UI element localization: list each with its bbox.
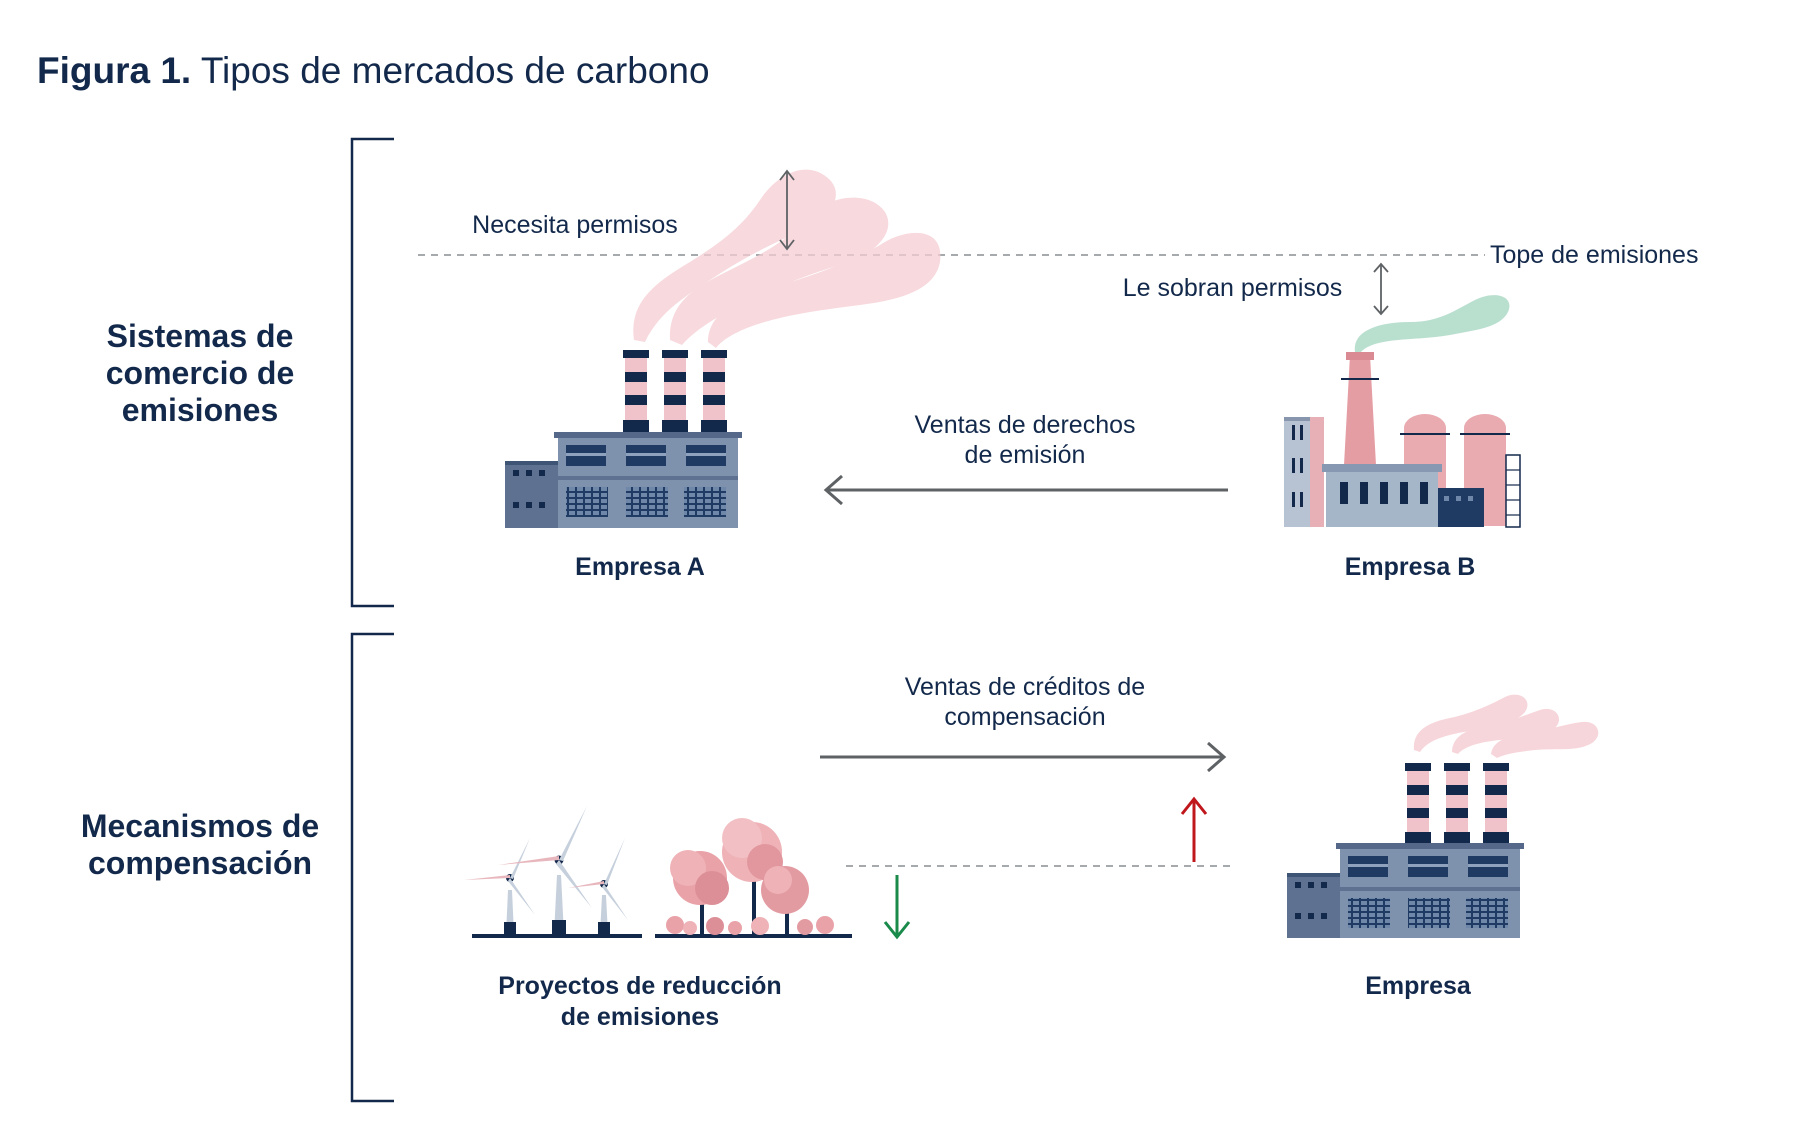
section-label-trading: Sistemas de comercio de emisiones (105, 318, 295, 428)
emissions-cap-label: Tope de emisiones (1490, 241, 1699, 269)
offset-company-label: Empresa (1365, 972, 1471, 1000)
allowance-sale-label: Ventas de derechos de emisión (914, 411, 1136, 469)
surplus-permits-label: Le sobran permisos (1122, 274, 1343, 302)
projects-label: Proyectos de reducción de emisiones (498, 972, 782, 1031)
surplus-permits-arrow (1373, 262, 1389, 316)
section-label-offset: Mecanismos de compensación (80, 808, 320, 881)
figure-number: Figura 1. (37, 50, 192, 91)
smoke-company-a (633, 169, 941, 348)
factory-company-b (1284, 352, 1521, 528)
needs-permits-arrow (779, 169, 795, 251)
bracket-trading (350, 137, 394, 608)
company-b-label: Empresa B (1344, 553, 1476, 581)
credit-sale-label: Ventas de créditos de compensación (904, 673, 1146, 731)
factory-company-a (505, 350, 742, 528)
allowance-sale-arrow (823, 474, 1228, 506)
figure-title-text: Tipos de mercados de carbono (200, 50, 710, 91)
bracket-offset (350, 632, 394, 1103)
wind-turbines (464, 806, 642, 938)
factory-offset-company (1287, 763, 1524, 938)
smoke-company-b (1354, 295, 1510, 356)
smoke-offset-company (1413, 694, 1599, 758)
credit-sale-arrow (820, 741, 1227, 773)
needs-permits-label: Necesita permisos (472, 211, 678, 239)
trees (655, 818, 852, 938)
company-a-label: Empresa A (575, 553, 705, 581)
figure-title: Figura 1. Tipos de mercados de carbono (37, 50, 710, 92)
emission-up-arrow (1180, 796, 1208, 862)
reduction-down-arrow (883, 875, 911, 940)
chimneys (623, 350, 727, 432)
